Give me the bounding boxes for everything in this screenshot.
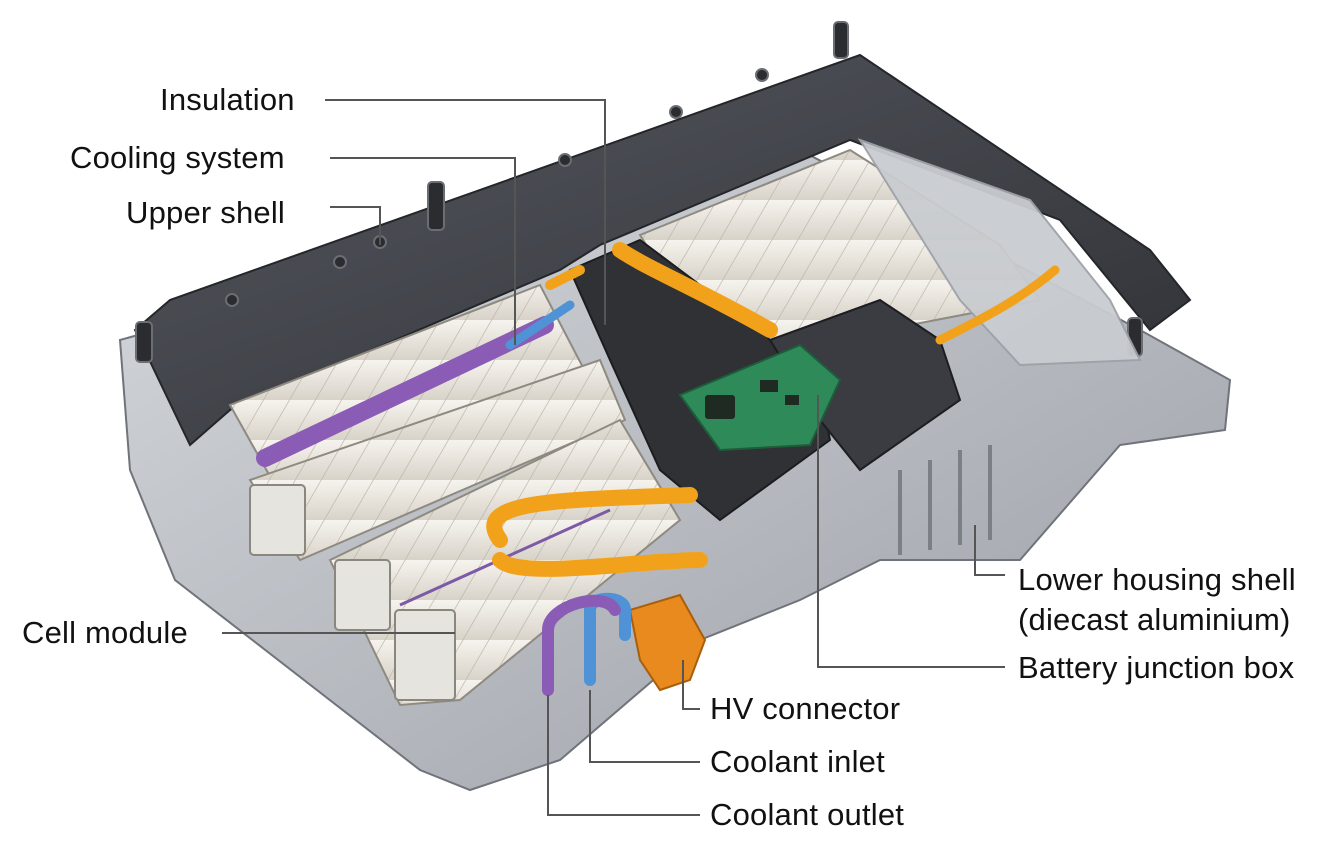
cooling-pipe-blue [505, 300, 575, 350]
leader-hv-connector [682, 660, 700, 710]
label-battery-junction-box: Battery junction box [1018, 650, 1295, 685]
shell-bolts [135, 21, 1143, 363]
label-insulation: Insulation [160, 82, 295, 117]
leader-cooling-system [330, 157, 516, 345]
hv-cables [486, 242, 1060, 577]
label-hv-connector: HV connector [710, 691, 901, 726]
leader-lower-housing [974, 525, 1005, 576]
label-lower-housing-line1: Lower housing shell [1018, 562, 1296, 597]
cooling-pipe-purple [256, 316, 554, 467]
hv-connector-body [628, 593, 707, 692]
central-channel [568, 238, 832, 522]
upper-shell [133, 53, 1192, 447]
junction-box-pcb [678, 343, 842, 452]
label-coolant-outlet: Coolant outlet [710, 797, 905, 832]
lower-shell-ribs [898, 445, 992, 555]
label-cell-module: Cell module [22, 615, 188, 650]
leader-coolant-inlet [589, 690, 700, 763]
insulation-sheet [857, 138, 1142, 367]
coolant-outlet-pipe [542, 594, 621, 696]
label-upper-shell: Upper shell [126, 195, 286, 230]
label-cooling-system: Cooling system [70, 140, 285, 175]
label-coolant-inlet: Coolant inlet [710, 744, 885, 779]
leader-lines [222, 99, 1005, 816]
leader-insulation [325, 99, 606, 325]
pcb-components [705, 380, 799, 419]
label-lower-housing-line2: (diecast aluminium) [1018, 602, 1291, 637]
leader-coolant-outlet [547, 695, 700, 816]
leader-battery-junction-box [817, 395, 1005, 668]
leader-upper-shell [330, 206, 381, 245]
